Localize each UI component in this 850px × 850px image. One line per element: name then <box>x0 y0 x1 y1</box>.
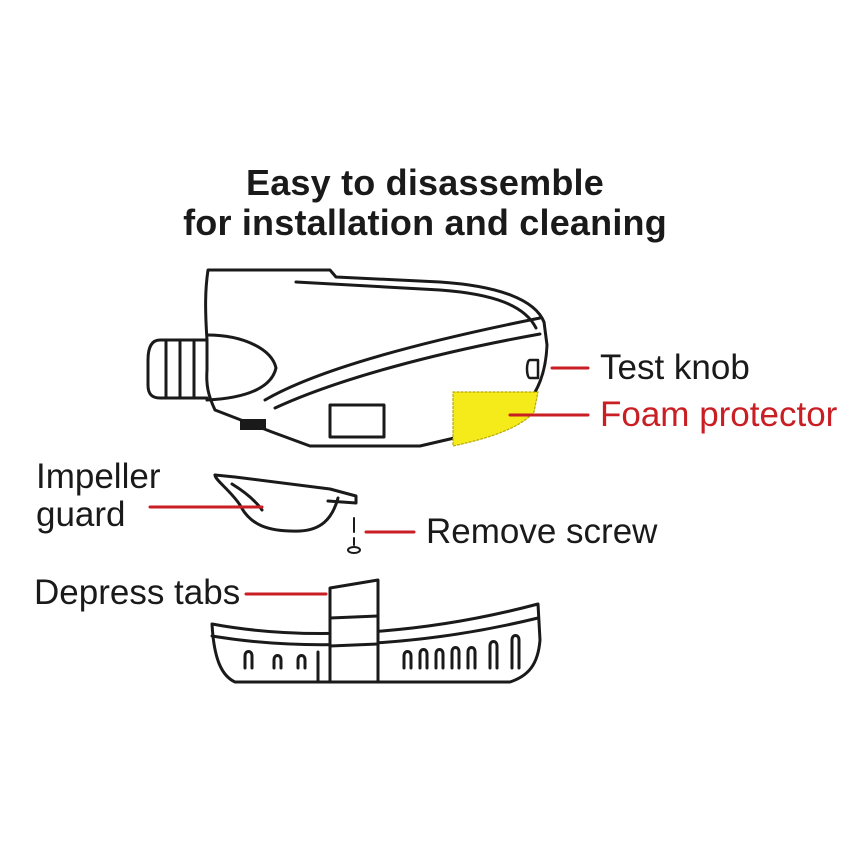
depress-tab-block <box>328 578 380 684</box>
strainer-slot <box>466 646 477 670</box>
housing-window <box>328 403 386 439</box>
impeller-guard-bowl <box>213 473 340 533</box>
label-depress-tabs: Depress tabs <box>34 573 241 612</box>
label-remove-screw: Remove screw <box>426 512 658 551</box>
impeller-guard <box>213 473 358 533</box>
label-foam-protector: Foam protector <box>600 395 838 434</box>
housing-swoosh-inner <box>273 332 542 410</box>
title-line-1: Easy to disassemble <box>246 162 604 203</box>
screw <box>347 517 361 554</box>
title-line-2: for installation and cleaning <box>183 202 667 243</box>
outlet-nozzle <box>146 338 209 400</box>
pump-housing <box>146 268 549 448</box>
strainer-slot <box>243 650 254 670</box>
test-knob <box>525 358 540 380</box>
housing-top-ridge <box>294 280 538 330</box>
leader-lines <box>148 366 590 596</box>
strainer-slot <box>418 648 429 670</box>
strainer-slot <box>272 654 283 670</box>
housing-slot <box>240 419 266 430</box>
outlet-grip <box>205 333 278 402</box>
label-test-knob: Test knob <box>600 348 750 387</box>
pump-base <box>210 578 542 684</box>
strainer-slot <box>434 648 445 670</box>
impeller-guard-rim <box>213 473 358 505</box>
strainer-slot <box>402 650 413 670</box>
strainer-slot <box>510 634 521 670</box>
strainer-slot <box>488 640 499 670</box>
label-impeller-guard-line-2: guard <box>36 495 126 534</box>
strainer-slot <box>450 646 461 670</box>
base-outline <box>210 602 542 684</box>
housing-swoosh <box>263 316 542 402</box>
strainer-slot <box>296 654 307 670</box>
foam-protector-pad <box>452 391 539 447</box>
label-impeller-guard-line-1: Impeller <box>36 457 161 496</box>
